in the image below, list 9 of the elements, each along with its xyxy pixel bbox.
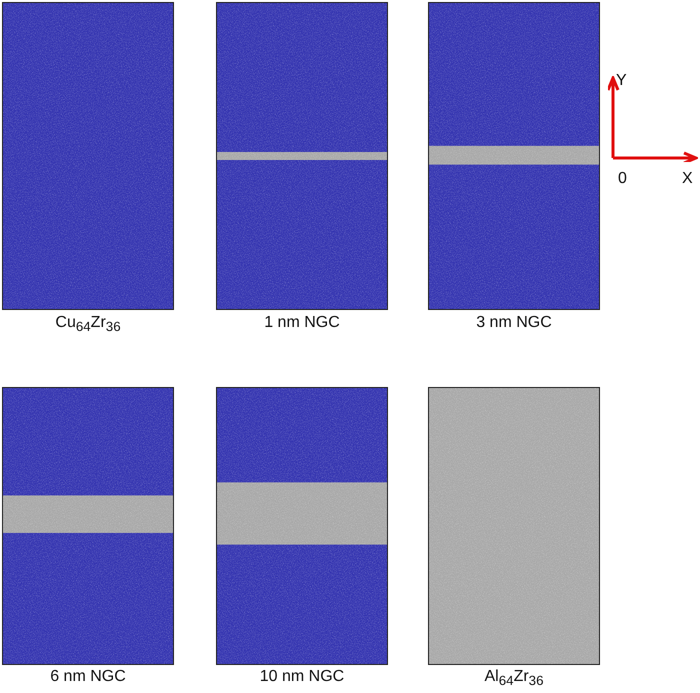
panel-caption: 1 nm NGC — [264, 314, 340, 332]
axis-label: X — [682, 170, 693, 188]
panel-caption: Al$_{64}$Zr$_{36}$ — [484, 668, 544, 688]
panel-caption: 6 nm NGC — [50, 668, 126, 686]
axis-label: 0 — [618, 170, 627, 188]
panel-caption: 3 nm NGC — [476, 314, 552, 332]
panel-caption: 10 nm NGC — [260, 668, 344, 686]
panel-caption: Cu$_{64}$Zr$_{36}$ — [55, 314, 121, 334]
axis-label: Y — [616, 72, 627, 90]
